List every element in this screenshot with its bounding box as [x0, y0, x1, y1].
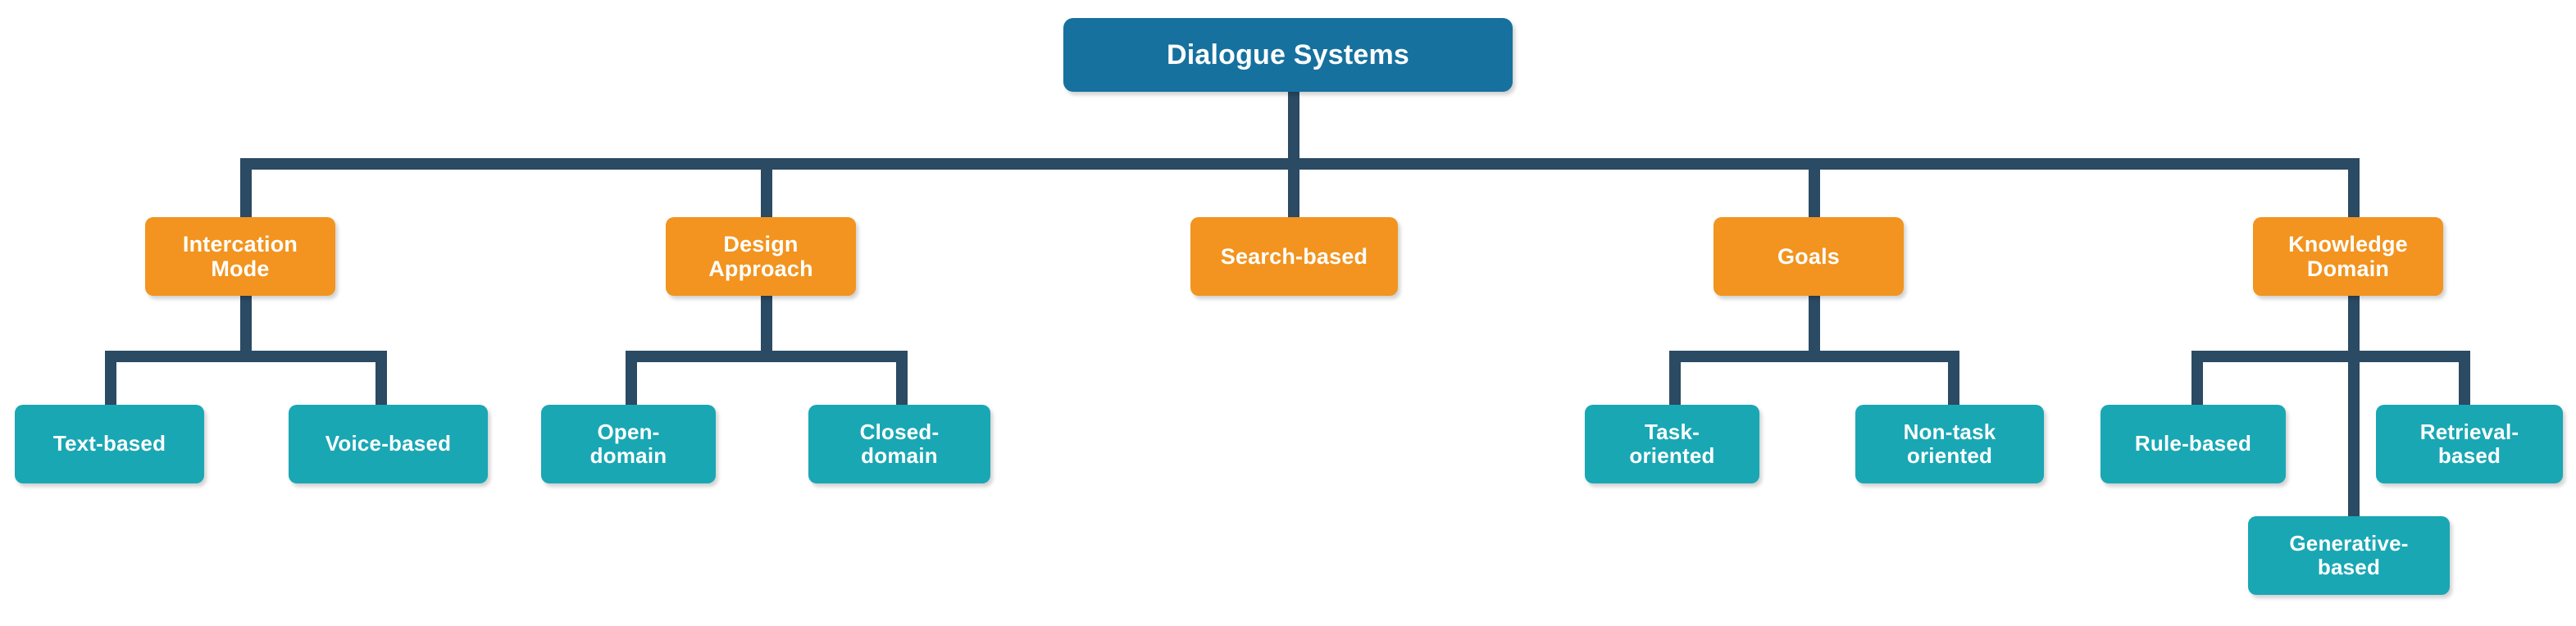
node-text-based[interactable]: Text-based	[15, 405, 204, 483]
connector-bus-to-design-approach	[761, 158, 772, 217]
connector-interaction-mode-bus	[105, 351, 387, 362]
node-non-task-oriented[interactable]: Non-task oriented	[1855, 405, 2044, 483]
node-goals[interactable]: Goals	[1714, 217, 1904, 296]
node-search-based[interactable]: Search-based	[1190, 217, 1398, 296]
connector-to-retrieval-based	[2459, 351, 2470, 405]
node-dialogue-systems[interactable]: Dialogue Systems	[1063, 18, 1513, 92]
node-generative-based[interactable]: Generative- based	[2248, 516, 2450, 595]
connector-main-bus	[240, 158, 2360, 170]
connector-to-non-task-oriented	[1948, 351, 1959, 405]
node-retrieval-based[interactable]: Retrieval- based	[2376, 405, 2563, 483]
connector-bus-to-knowledge-domain	[2348, 158, 2360, 217]
connector-knowledge-domain-stem	[2348, 295, 2360, 518]
node-open-domain[interactable]: Open- domain	[541, 405, 716, 483]
connector-to-text-based	[105, 351, 116, 405]
connector-to-open-domain	[626, 351, 637, 405]
connector-knowledge-domain-bus	[2191, 351, 2470, 362]
node-design-approach[interactable]: Design Approach	[666, 217, 856, 296]
node-intercation-mode[interactable]: Intercation Mode	[145, 217, 335, 296]
connector-root-stem	[1288, 90, 1299, 164]
node-task-oriented[interactable]: Task- oriented	[1585, 405, 1759, 483]
connector-to-task-oriented	[1669, 351, 1681, 405]
connector-design-approach-stem	[761, 295, 772, 352]
connector-goals-stem	[1809, 295, 1820, 352]
connector-to-voice-based	[375, 351, 387, 405]
connector-bus-to-interaction-mode	[240, 158, 252, 217]
connector-bus-to-search-based	[1288, 158, 1299, 217]
connector-interaction-mode-stem	[240, 295, 252, 352]
connector-to-rule-based	[2191, 351, 2203, 405]
node-knowledge-domain[interactable]: Knowledge Domain	[2253, 217, 2443, 296]
connector-design-approach-bus	[626, 351, 908, 362]
node-voice-based[interactable]: Voice-based	[289, 405, 488, 483]
connector-to-closed-domain	[896, 351, 908, 405]
connector-goals-bus	[1669, 351, 1959, 362]
node-closed-domain[interactable]: Closed- domain	[808, 405, 990, 483]
connector-bus-to-goals	[1809, 158, 1820, 217]
node-rule-based[interactable]: Rule-based	[2100, 405, 2286, 483]
